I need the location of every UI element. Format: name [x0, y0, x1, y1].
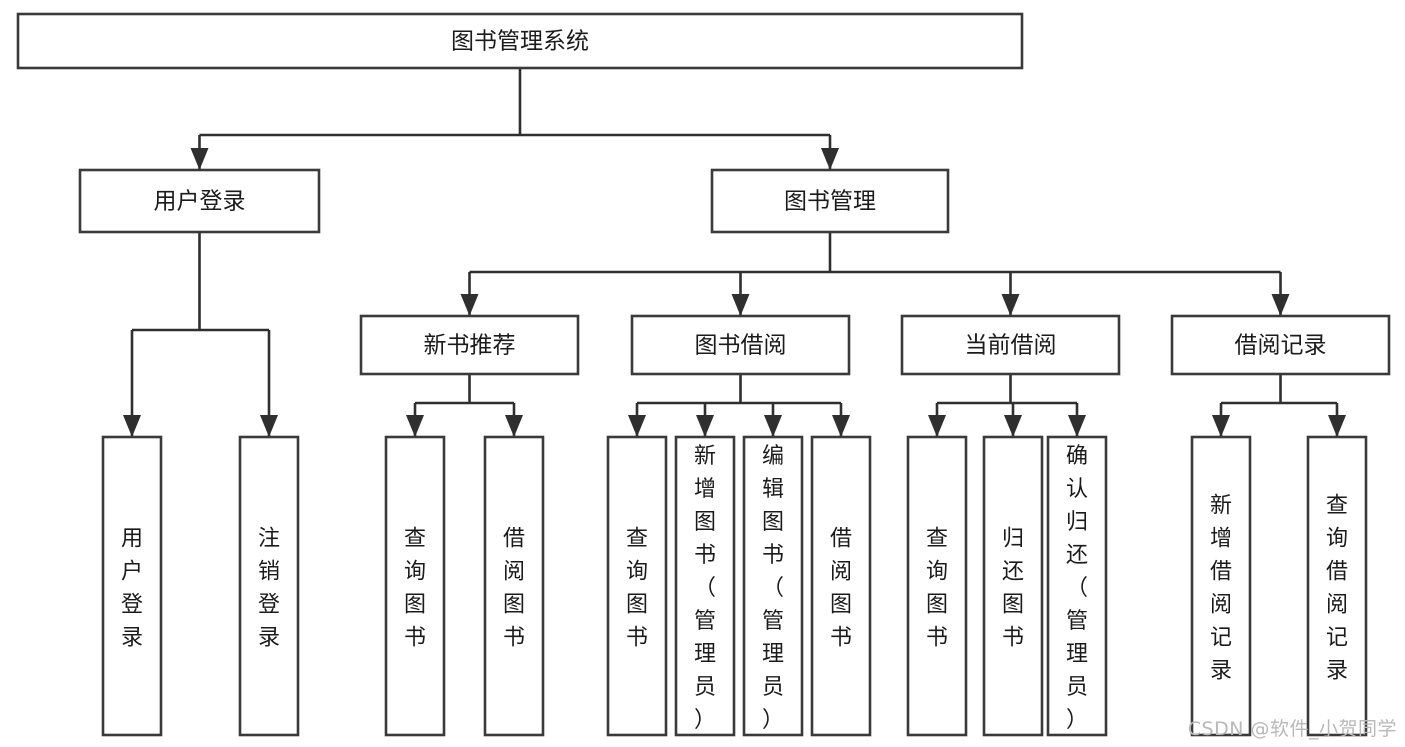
node-label-return-book: 归还图书 [1002, 527, 1024, 651]
csdn-watermark: CSDN @软件_小贺同学 [1187, 718, 1397, 740]
node-add-book[interactable]: 新增图书（管理员） [674, 435, 736, 737]
node-confirm-return[interactable]: 确认归还（管理员） [1046, 435, 1108, 737]
node-box-book-manage[interactable] [710, 168, 950, 234]
node-label-edit-book: 编辑图书（管理员） [762, 444, 784, 733]
arrow-head-icon [505, 415, 523, 437]
node-box-user-logout[interactable] [238, 435, 300, 737]
node-user-login-do[interactable]: 用户登录 [101, 435, 163, 737]
node-box-book-borrow[interactable] [630, 314, 851, 376]
arrow-head-icon [731, 294, 750, 316]
node-box-return-book[interactable] [982, 435, 1044, 737]
node-label-root: 图书管理系统 [451, 29, 589, 55]
node-box-borrow-record[interactable] [1170, 314, 1391, 376]
node-label-query-borrow-record: 查询借阅记录 [1326, 494, 1348, 684]
node-label-user-logout: 注销登录 [258, 527, 280, 651]
arrow-head-icon [628, 415, 646, 437]
node-book-manage[interactable]: 图书管理 [710, 168, 950, 234]
node-label-new-book-recommend: 新书推荐 [424, 333, 516, 359]
node-new-book-recommend[interactable]: 新书推荐 [359, 314, 580, 376]
node-label-book-borrow: 图书借阅 [695, 333, 787, 359]
node-user-login[interactable]: 用户登录 [78, 168, 321, 234]
node-box-confirm-return[interactable] [1046, 435, 1108, 737]
node-box-borrow-book-1[interactable] [483, 435, 545, 737]
node-layer: 图书管理系统用户登录图书管理用户登录注销登录新书推荐查询图书借阅图书图书借阅查询… [16, 12, 1391, 737]
node-label-query-book-1: 查询图书 [404, 527, 426, 651]
node-label-add-book: 新增图书（管理员） [694, 444, 716, 733]
node-user-logout[interactable]: 注销登录 [238, 435, 300, 737]
arrow-head-icon [460, 294, 479, 316]
node-box-query-book-1[interactable] [384, 435, 446, 737]
node-box-user-login-do[interactable] [101, 435, 163, 737]
arrow-head-icon [1068, 415, 1086, 437]
arrow-head-icon [1004, 415, 1022, 437]
node-return-book[interactable]: 归还图书 [982, 435, 1044, 737]
node-query-book-1[interactable]: 查询图书 [384, 435, 446, 737]
node-label-borrow-book-2: 借阅图书 [830, 527, 852, 651]
arrow-head-icon [1328, 415, 1346, 437]
node-box-current-borrow[interactable] [900, 314, 1121, 376]
node-label-add-borrow-record: 新增借阅记录 [1210, 494, 1232, 684]
node-label-current-borrow: 当前借阅 [965, 333, 1057, 359]
node-borrow-book-2[interactable]: 借阅图书 [810, 435, 872, 737]
arrow-head-icon [696, 415, 714, 437]
arrow-head-icon [764, 415, 782, 437]
node-box-query-book-2[interactable] [606, 435, 668, 737]
node-box-edit-book[interactable] [742, 435, 804, 737]
node-box-add-book[interactable] [674, 435, 736, 737]
arrow-head-icon [260, 415, 278, 437]
arrow-head-icon [928, 415, 946, 437]
node-query-book-2[interactable]: 查询图书 [606, 435, 668, 737]
node-edit-book[interactable]: 编辑图书（管理员） [742, 435, 804, 737]
node-box-new-book-recommend[interactable] [359, 314, 580, 376]
node-box-query-borrow-record[interactable] [1306, 435, 1368, 737]
node-label-query-book-3: 查询图书 [926, 527, 948, 651]
arrow-head-icon [190, 148, 209, 170]
node-query-borrow-record[interactable]: 查询借阅记录 [1306, 435, 1368, 737]
node-query-book-3[interactable]: 查询图书 [906, 435, 968, 737]
node-root[interactable]: 图书管理系统 [16, 12, 1024, 70]
node-label-book-manage: 图书管理 [784, 189, 876, 215]
node-label-user-login: 用户登录 [154, 189, 246, 215]
arrow-head-icon [406, 415, 424, 437]
node-box-query-book-3[interactable] [906, 435, 968, 737]
node-label-query-book-2: 查询图书 [626, 527, 648, 651]
node-borrow-book-1[interactable]: 借阅图书 [483, 435, 545, 737]
connector-layer [123, 68, 1346, 437]
node-book-borrow[interactable]: 图书借阅 [630, 314, 851, 376]
arrow-head-icon [832, 415, 850, 437]
arrow-head-icon [1271, 294, 1290, 316]
node-label-borrow-record: 借阅记录 [1235, 333, 1327, 359]
node-add-borrow-record[interactable]: 新增借阅记录 [1190, 435, 1252, 737]
arrow-head-icon [821, 148, 839, 170]
arrow-head-icon [1001, 294, 1020, 316]
node-current-borrow[interactable]: 当前借阅 [900, 314, 1121, 376]
node-label-confirm-return: 确认归还（管理员） [1066, 444, 1088, 733]
node-box-user-login[interactable] [78, 168, 321, 234]
arrow-head-icon [123, 415, 141, 437]
node-borrow-record[interactable]: 借阅记录 [1170, 314, 1391, 376]
arrow-head-icon [1212, 415, 1230, 437]
node-box-add-borrow-record[interactable] [1190, 435, 1252, 737]
node-label-user-login-do: 用户登录 [121, 527, 143, 651]
node-box-root[interactable] [16, 12, 1024, 70]
node-box-borrow-book-2[interactable] [810, 435, 872, 737]
node-label-borrow-book-1: 借阅图书 [503, 527, 525, 651]
